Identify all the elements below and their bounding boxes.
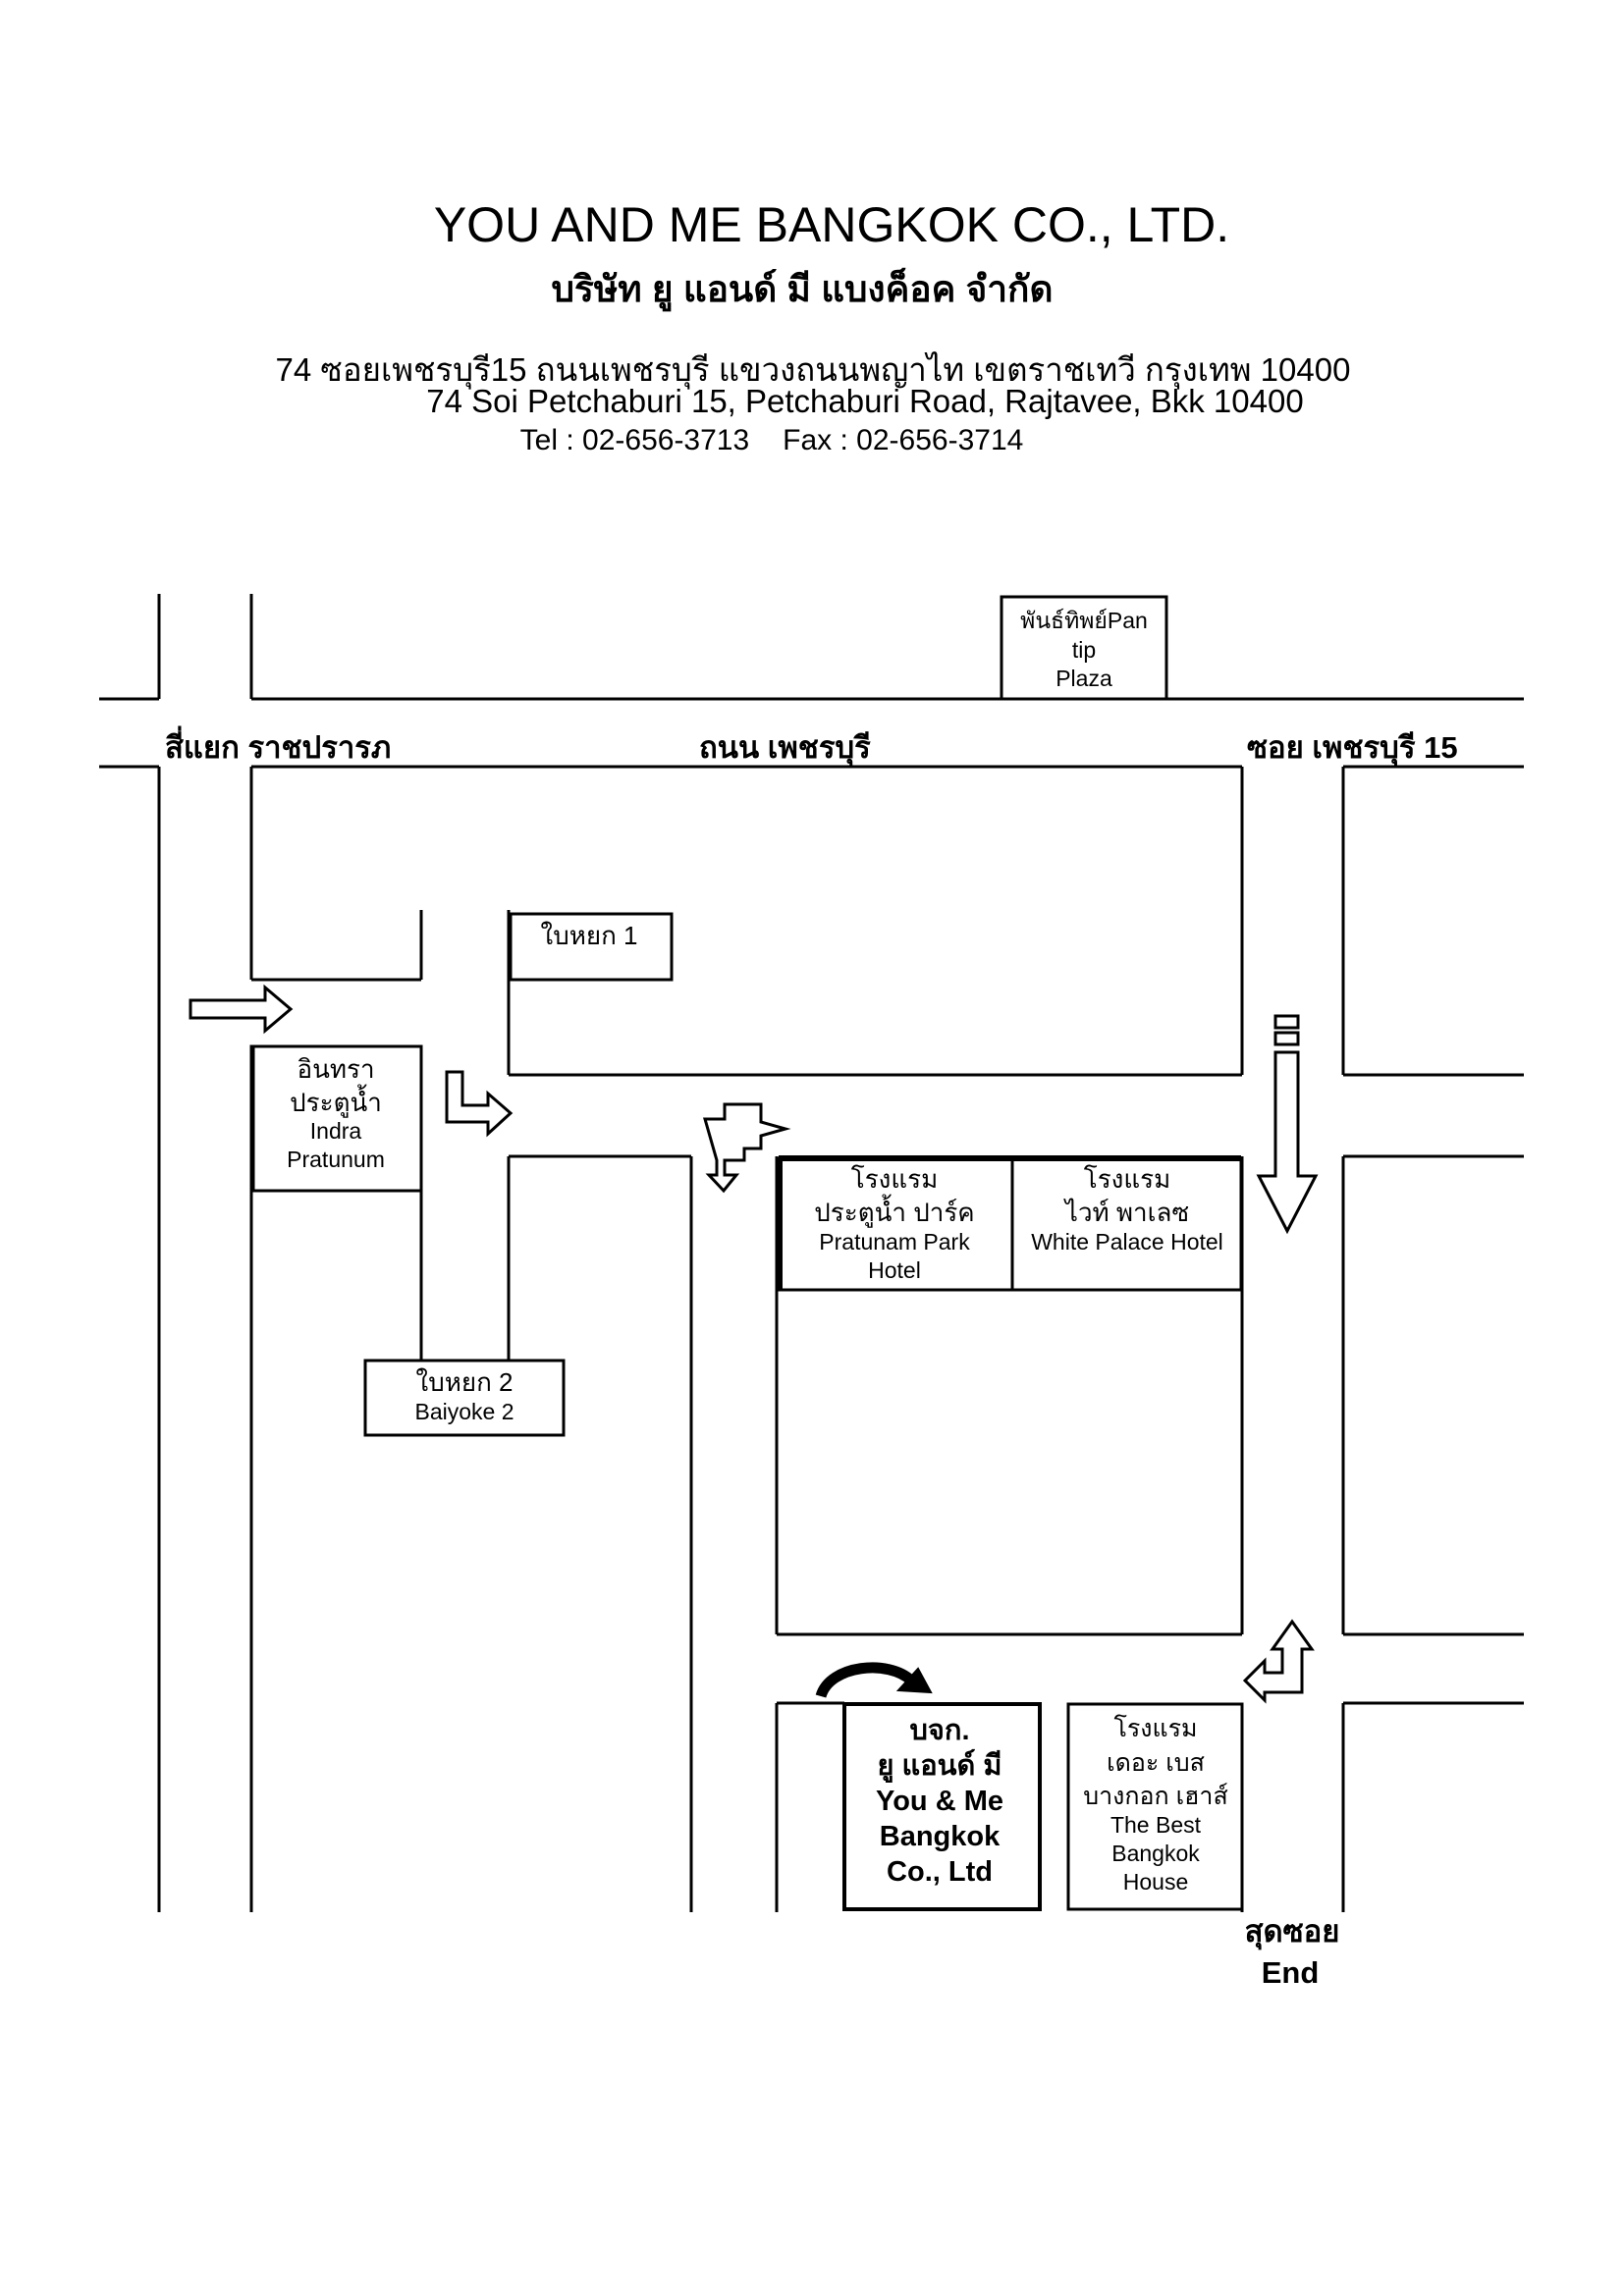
landmark-label: เดอะ เบส — [1107, 1749, 1205, 1777]
address-english: 74 Soi Petchaburi 15, Petchaburi Road, R… — [426, 383, 1304, 419]
landmark-label: ยู แอนด์ มี — [878, 1748, 1002, 1783]
road-lines — [99, 594, 1524, 1912]
dead-end-thai-label: สุดซอย — [1245, 1914, 1340, 1950]
landmark-label: บจก. — [909, 1715, 969, 1746]
arrow-tail-bar-icon — [1273, 1031, 1300, 1046]
landmark-label: Co., Ltd — [887, 1856, 993, 1888]
landmark-label: Indra — [310, 1118, 362, 1144]
landmark-label: Pratunum — [287, 1147, 385, 1172]
white-palace-hotel-landmark: โรงแรม ไวท์ พาเลซ White Palace Hotel — [1031, 1164, 1223, 1255]
address-thai: 74 ซอยเพชรบุรี15 ถนนเพชรบุรี แขวงถนนพญาไ… — [275, 351, 1351, 388]
landmark-label: โรงแรม — [1084, 1164, 1171, 1194]
landmark-label: โรงแรม — [851, 1164, 939, 1194]
indra-pratunum-landmark: อินทรา ประตูน้ำ Indra Pratunum — [249, 1044, 423, 1193]
company-name-th: บริษัท ยู แอนด์ มี แบงค็อค จำกัด — [551, 269, 1054, 309]
landmark-label: โรงแรม — [1113, 1714, 1197, 1742]
landmark-label: ประตูน้ำ — [290, 1084, 382, 1118]
company-name-en: YOU AND ME BANGKOK CO., LTD. — [433, 197, 1230, 252]
landmark-label: Bangkok — [1111, 1841, 1200, 1866]
landmark-label: You & Me — [876, 1786, 1003, 1817]
arrow-turn-right-icon — [445, 1070, 514, 1138]
landmark-label: ประตูน้ำ ปาร์ค — [814, 1194, 974, 1228]
baiyoke-1-landmark: ใบหยก 1 — [507, 912, 674, 982]
arrow-down-icon — [1256, 1050, 1319, 1235]
dead-end-english-label: End — [1262, 1955, 1320, 1990]
pratunam-park-hotel-landmark: โรงแรม ประตูน้ำ ปาร์ค Pratunam Park Hote… — [814, 1164, 974, 1283]
landmark-label: ใบหยก 1 — [541, 921, 638, 950]
landmark-label: tip — [1072, 637, 1096, 663]
landmark-label: ไวท์ พาเลซ — [1063, 1198, 1189, 1227]
hotel-row — [777, 1155, 1243, 1292]
baiyoke-2-landmark: ใบหยก 2 Baiyoke 2 — [363, 1359, 566, 1437]
landmark-label: ใบหยก 2 — [416, 1367, 514, 1397]
landmark-label: บางกอก เฮาส์ — [1083, 1783, 1227, 1810]
petchaburi-road-label: ถนน เพชรบุรี — [699, 730, 871, 767]
landmark-label: The Best — [1110, 1812, 1202, 1838]
arrow-zigzag-icon — [703, 1102, 791, 1194]
best-bangkok-house-landmark: โรงแรม เดอะ เบส บางกอก เฮาส์ The Best Ba… — [1066, 1702, 1244, 1911]
direction-arrows — [189, 984, 1319, 1704]
arrow-right-icon — [189, 984, 294, 1035]
landmark-label: Baiyoke 2 — [414, 1399, 514, 1424]
fax-number: Fax : 02-656-3714 — [783, 424, 1024, 456]
landmark-label: อินทรา — [297, 1054, 374, 1084]
curved-arrow-icon — [815, 1662, 933, 1699]
soi-petchaburi-15-label: ซอย เพชรบุรี 15 — [1247, 730, 1458, 767]
contact-line: Tel : 02-656-3713 Fax : 02-656-3714 — [0, 424, 1584, 457]
ratchaprarop-intersection-label: สี่แยก ราชปรารภ — [165, 725, 391, 765]
pantip-plaza-landmark: พันธ์ทิพย์Pan tip Plaza — [1000, 595, 1168, 701]
arrow-tail-bar-icon — [1273, 1014, 1300, 1030]
landmark-label: พันธ์ทิพย์Pan — [1020, 608, 1148, 633]
landmark-label: White Palace Hotel — [1031, 1229, 1223, 1255]
landmark-label: Plaza — [1056, 666, 1112, 691]
telephone-number: Tel : 02-656-3713 — [519, 424, 750, 456]
landmark-label: Bangkok — [880, 1821, 1001, 1852]
you-and-me-office-landmark: บจก. ยู แอนด์ มี You & Me Bangkok Co., L… — [842, 1702, 1042, 1911]
landmark-label: Hotel — [868, 1257, 921, 1283]
arrow-zigzag-icon — [1242, 1619, 1315, 1704]
landmark-label: House — [1123, 1869, 1188, 1895]
landmark-label: Pratunam Park — [819, 1229, 970, 1255]
